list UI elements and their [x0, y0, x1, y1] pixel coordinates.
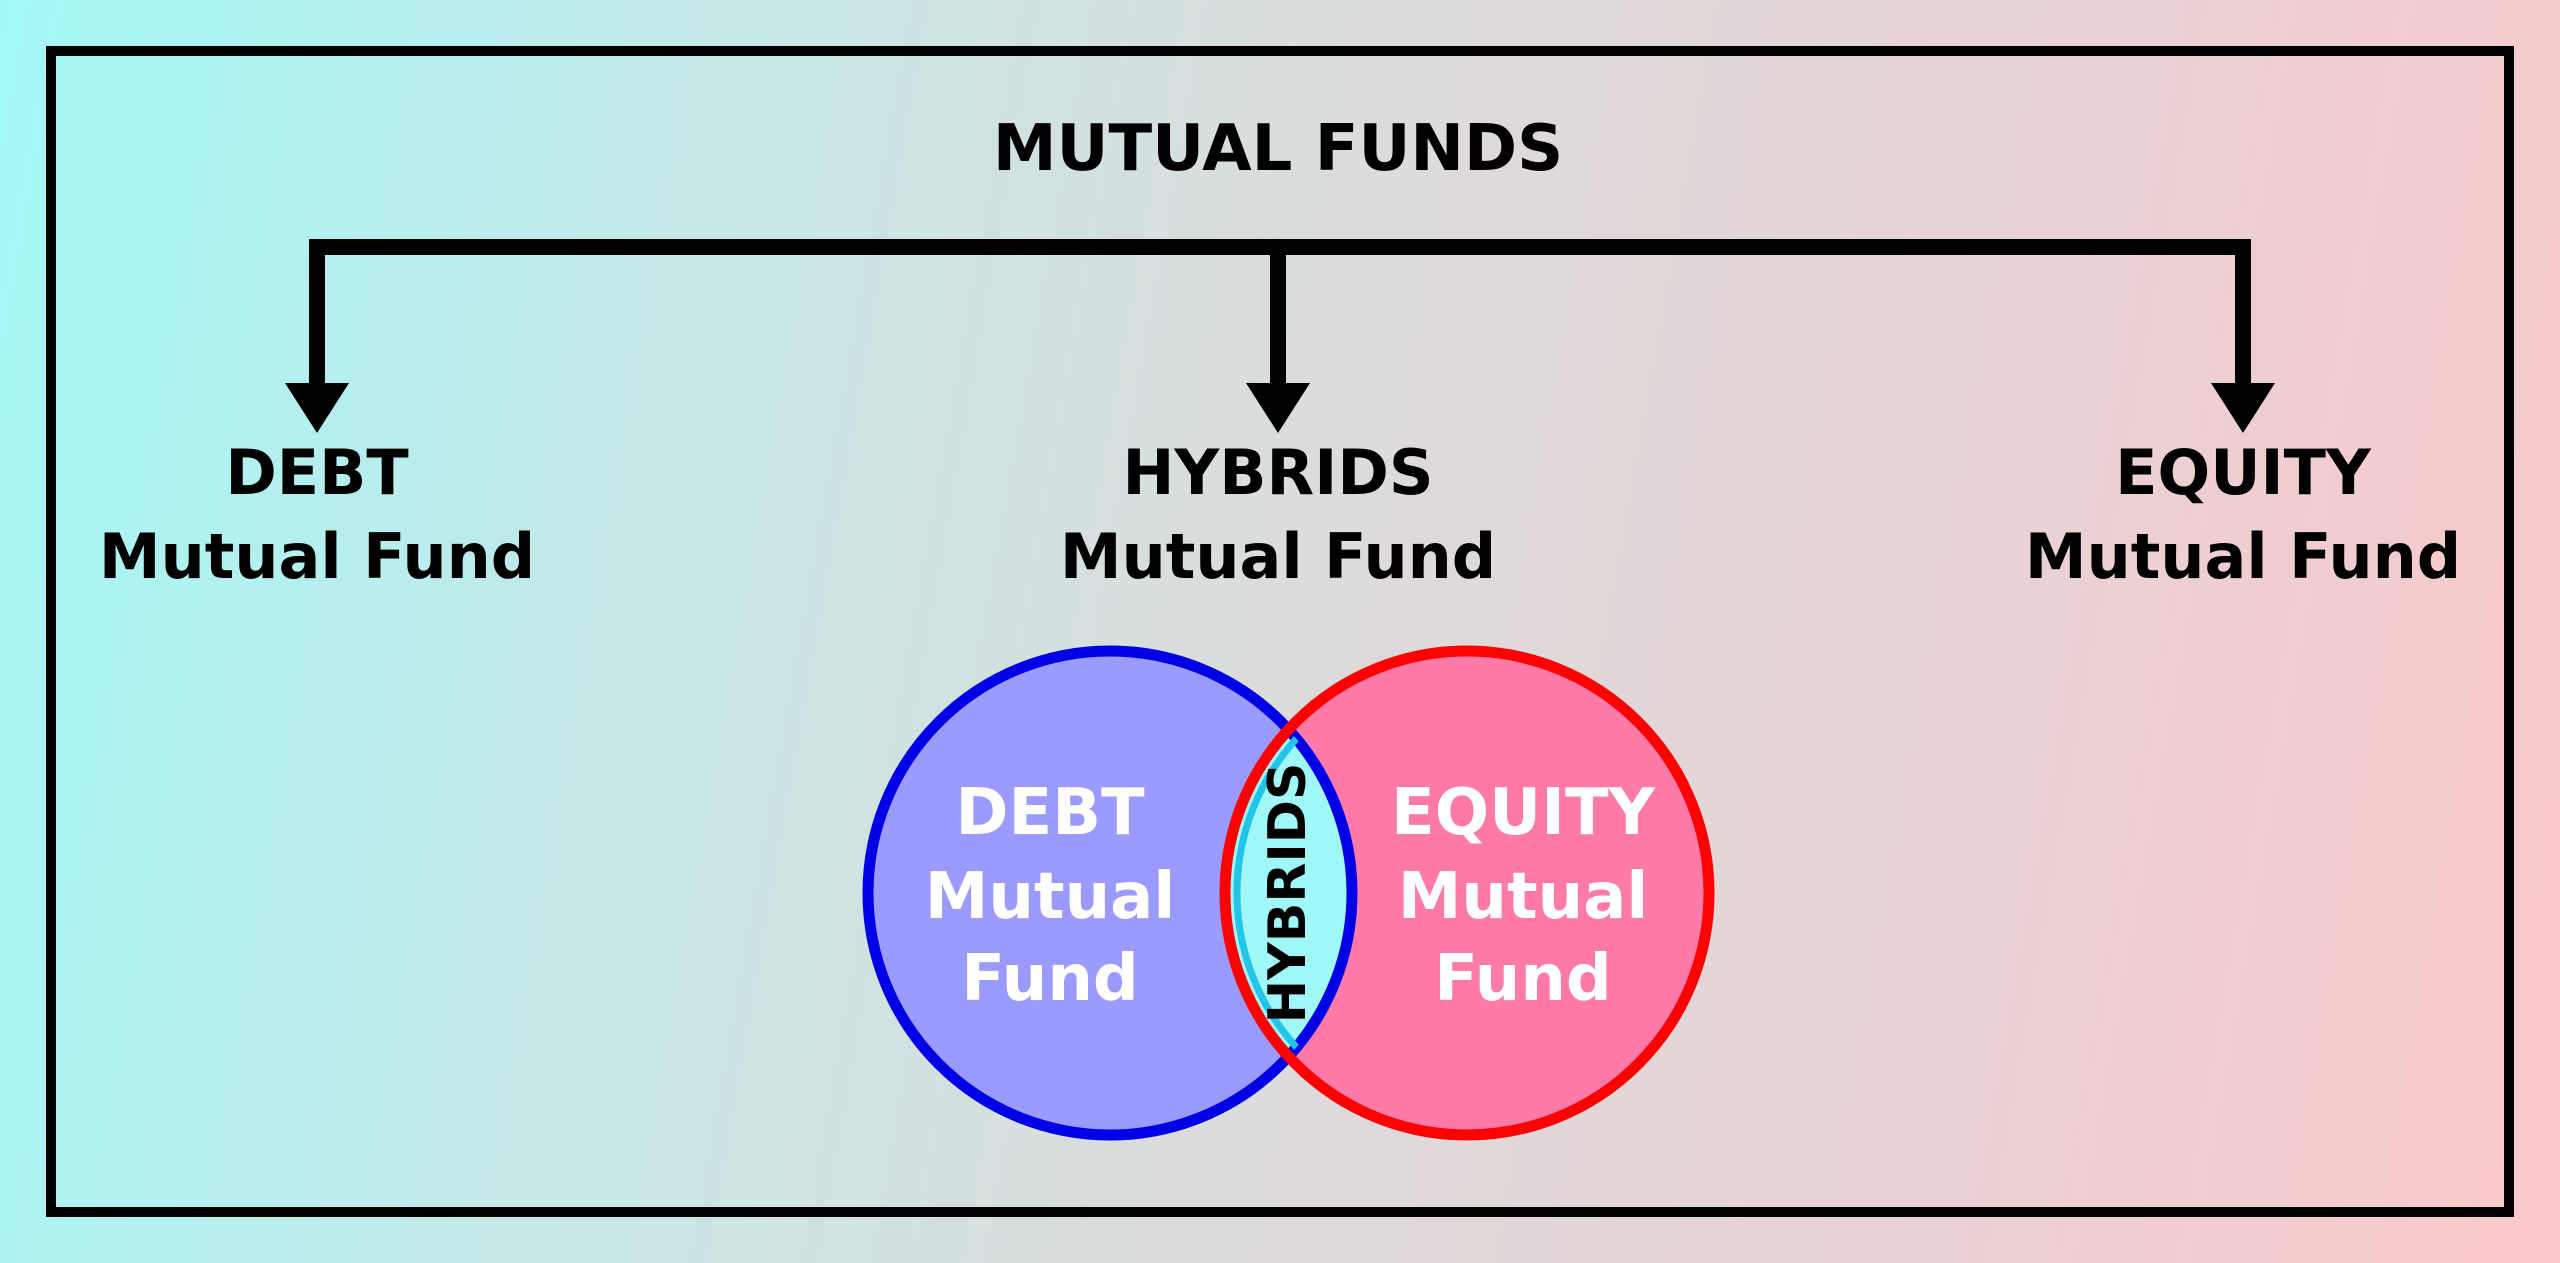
connector-tree: [309, 239, 2251, 390]
category-debt: DEBT Mutual Fund: [99, 436, 535, 593]
venn-diagram: DEBT Mutual Fund EQUITY Mutual Fund HYBR…: [862, 645, 1715, 1141]
venn-circle-equity: [1225, 651, 1709, 1135]
diagram-title: MUTUAL FUNDS: [993, 112, 1563, 186]
arrowhead-hybrids: [1246, 383, 1310, 433]
category-debt-name: DEBT: [225, 436, 408, 509]
venn-debt-line1: DEBT: [955, 776, 1145, 850]
venn-overlap-label: HYBRIDS: [1258, 763, 1318, 1024]
venn-equity-line2: Mutual: [1398, 860, 1649, 934]
category-hybrids-name: HYBRIDS: [1123, 436, 1434, 509]
venn-debt-line3: Fund: [961, 942, 1138, 1016]
category-equity: EQUITY Mutual Fund: [2025, 436, 2461, 593]
venn-circle-debt: [868, 651, 1352, 1135]
venn-debt-line2: Mutual: [925, 860, 1176, 934]
outer-frame: [46, 46, 2514, 1217]
venn-circle-debt-outline: [862, 645, 1358, 1141]
arrowheads: [285, 383, 2275, 433]
category-debt-subtitle: Mutual Fund: [99, 520, 535, 593]
category-hybrids: HYBRIDS Mutual Fund: [1060, 436, 1496, 593]
venn-equity-line1: EQUITY: [1391, 776, 1656, 850]
category-equity-subtitle: Mutual Fund: [2025, 520, 2461, 593]
venn-overlap-outline: [1233, 659, 1352, 1127]
arrowhead-equity: [2211, 383, 2275, 433]
category-hybrids-subtitle: Mutual Fund: [1060, 520, 1496, 593]
venn-circle-equity-outline: [1219, 645, 1715, 1141]
arrowhead-debt: [285, 383, 349, 433]
venn-equity-line3: Fund: [1434, 942, 1611, 1016]
category-equity-name: EQUITY: [2115, 436, 2372, 509]
